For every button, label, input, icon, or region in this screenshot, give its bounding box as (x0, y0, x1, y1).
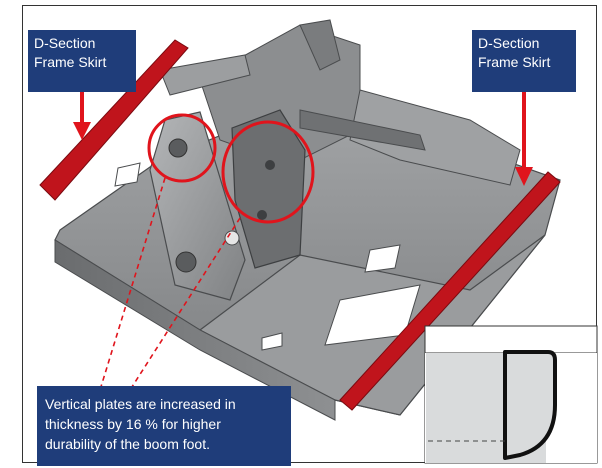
callout-vertical-plates: Vertical plates are increased in thickne… (37, 386, 291, 466)
highlight-circle-right (221, 120, 315, 224)
leader-line (129, 217, 241, 391)
label-line: Frame Skirt (478, 54, 551, 70)
image-frame (22, 5, 597, 463)
rear-cross-member (299, 109, 426, 151)
frame-cutout (364, 244, 401, 273)
frame-cutout (261, 332, 283, 351)
label-frame-skirt-left: D-Section Frame Skirt (28, 30, 136, 92)
highlight-circle-left (147, 113, 217, 183)
label-line: D-Section (478, 35, 540, 51)
rear-deck (349, 89, 521, 186)
cross-section-inset (424, 325, 598, 464)
plate-hole (224, 230, 240, 246)
arrow-right (515, 92, 533, 186)
plate-hole (257, 210, 267, 220)
label-line: D-Section (34, 35, 96, 51)
callout-line: durability of the boom foot. (45, 436, 210, 452)
d-section-profile (503, 350, 557, 460)
plate-hole (265, 160, 275, 170)
side-wall (54, 239, 336, 421)
label-line: Frame Skirt (34, 54, 107, 70)
frame-cutout (114, 162, 141, 187)
boom-pin-upper (168, 138, 188, 158)
upper-bracket (299, 19, 341, 71)
leader-line (99, 177, 166, 391)
upper-arm (159, 54, 251, 96)
vertical-plate-right (231, 109, 306, 269)
callout-line: Vertical plates are increased in (45, 396, 236, 412)
boom-pin-lower (175, 251, 197, 273)
callout-line: thickness by 16 % for higher (45, 416, 221, 432)
frame-skirt-right (339, 171, 561, 411)
label-frame-skirt-right: D-Section Frame Skirt (472, 30, 576, 92)
vertical-plate-left (149, 111, 246, 301)
arrow-left (73, 92, 91, 140)
